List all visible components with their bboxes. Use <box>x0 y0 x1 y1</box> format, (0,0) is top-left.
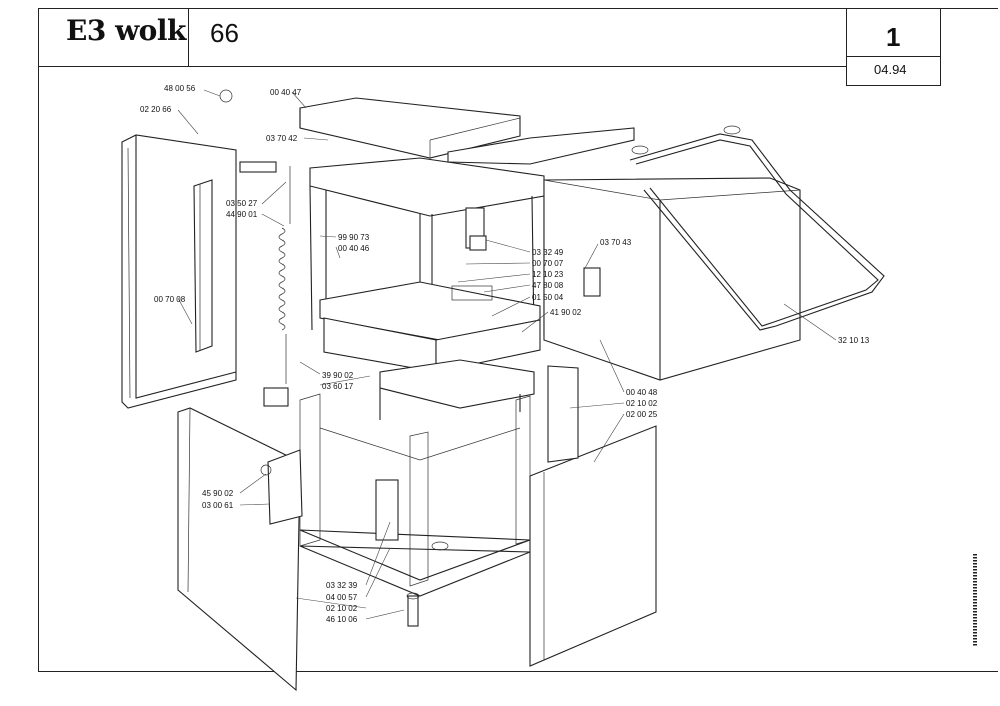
tension-spring <box>263 166 291 407</box>
callout-21: 02 10 02 <box>626 399 658 408</box>
sheet-number: 1 <box>886 22 901 52</box>
callout-17: 00 70 08 <box>154 295 186 304</box>
header-rule <box>38 66 846 67</box>
callout-15: 03 70 43 <box>600 238 632 247</box>
callout-28: 46 10 06 <box>326 615 358 624</box>
title-cell-divider <box>188 8 189 66</box>
adjustable-foot <box>406 592 420 627</box>
callout-13: 01 50 04 <box>532 293 564 302</box>
sheet-cell <box>846 8 941 86</box>
callout-18: 39 90 02 <box>322 371 354 380</box>
callout-27: 02 10 02 <box>326 604 358 613</box>
callout-26: 04 00 57 <box>326 593 358 602</box>
top-lid <box>299 97 521 159</box>
callout-11: 12 10 23 <box>532 270 564 279</box>
callout-12: 47 80 08 <box>532 281 564 290</box>
leader-lines <box>177 89 837 620</box>
right-side-strip <box>547 365 579 463</box>
lower-left-door <box>177 407 303 692</box>
callout-16: 32 10 13 <box>838 336 870 345</box>
lower-frame <box>299 393 531 597</box>
callout-22: 02 00 25 <box>626 410 658 419</box>
central-casing <box>379 359 535 420</box>
outer-frame <box>38 8 998 672</box>
callout-2: 00 40 47 <box>270 88 302 97</box>
callout-1: 48 00 56 <box>164 84 196 93</box>
callout-20: 00 40 48 <box>626 388 658 397</box>
revision-date: 04.94 <box>874 62 907 77</box>
hearth-tray <box>319 281 541 373</box>
callout-4: 03 70 42 <box>266 134 298 143</box>
left-side-panel <box>121 134 237 409</box>
callout-9: 03 32 49 <box>532 248 564 257</box>
callout-24: 03 00 61 <box>202 501 234 510</box>
callout-14: 41 90 02 <box>550 308 582 317</box>
callout-10: 00 70 07 <box>532 259 564 268</box>
panel-strip <box>193 179 213 353</box>
right-housing <box>543 177 801 381</box>
callout-25: 03 32 39 <box>326 581 358 590</box>
sheet-cell-divider <box>846 56 941 57</box>
page-number: 66 <box>210 18 239 48</box>
callout-23: 45 90 02 <box>202 489 234 498</box>
lower-right-door <box>529 425 657 667</box>
callout-19: 03 60 17 <box>322 382 354 391</box>
handle-frame <box>629 125 885 331</box>
callout-6: 44 90 01 <box>226 210 258 219</box>
callout-7: 99 90 73 <box>338 233 370 242</box>
brand-logo: E3 wolk <box>66 14 186 47</box>
callout-5: 03 50 27 <box>226 199 258 208</box>
callout-8: 00 40 46 <box>338 244 370 253</box>
callout-3: 02 20 66 <box>140 105 172 114</box>
